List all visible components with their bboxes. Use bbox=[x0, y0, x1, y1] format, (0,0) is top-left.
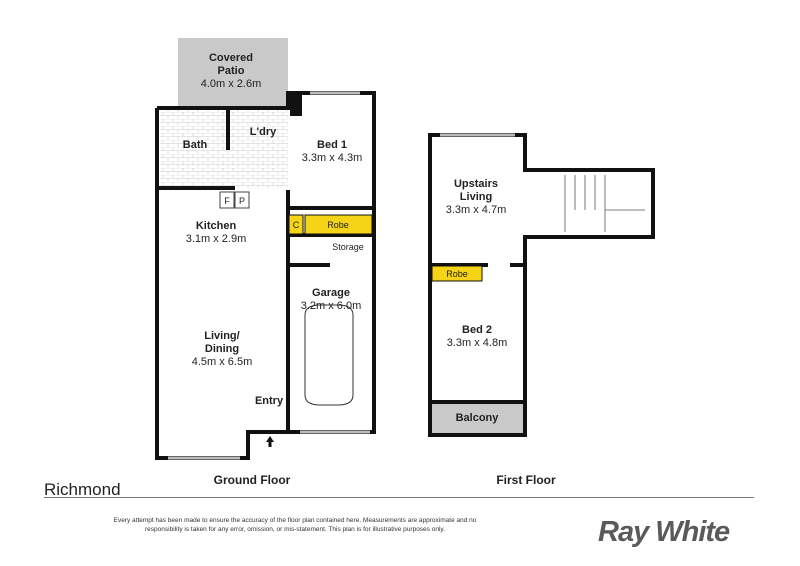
room-label: 3.1m x 2.9m bbox=[186, 233, 247, 245]
room-label: C bbox=[293, 220, 300, 230]
room-label: Covered bbox=[209, 52, 253, 64]
room-label: Bath bbox=[183, 139, 208, 151]
room-label: 3.3m x 4.8m bbox=[447, 337, 508, 349]
balcony-area bbox=[430, 404, 525, 434]
room-label: P bbox=[239, 196, 245, 206]
entry-arrow-icon bbox=[266, 436, 274, 447]
room-label: 4.0m x 2.6m bbox=[201, 78, 262, 90]
room-label: L'dry bbox=[250, 126, 277, 138]
robe-bed1 bbox=[304, 214, 373, 235]
patio-area bbox=[178, 38, 288, 108]
room-label: Robe bbox=[327, 220, 349, 230]
robe-bed2 bbox=[431, 265, 483, 282]
closet bbox=[288, 214, 304, 235]
location-title: Richmond bbox=[44, 480, 121, 499]
ground-floor-label: Ground Floor bbox=[214, 473, 291, 487]
room-label: Robe bbox=[446, 269, 468, 279]
room-label: 4.5m x 6.5m bbox=[192, 356, 253, 368]
room-label: Entry bbox=[255, 395, 284, 407]
room-label: Storage bbox=[332, 242, 364, 252]
divider bbox=[44, 497, 754, 498]
first-floor-label: First Floor bbox=[496, 473, 556, 487]
bath-tiles bbox=[160, 110, 288, 188]
room-label: Living/ bbox=[204, 330, 239, 342]
room-label: Dining bbox=[205, 343, 239, 355]
room-label: Bed 2 bbox=[462, 324, 492, 336]
room-label: Living bbox=[460, 191, 492, 203]
room-label: Balcony bbox=[456, 412, 500, 424]
room-label: 3.2m x 6.0m bbox=[301, 300, 362, 312]
room-label: 3.3m x 4.3m bbox=[302, 152, 363, 164]
room-label: F bbox=[224, 196, 230, 206]
first-floor-walls bbox=[428, 133, 655, 437]
disclaimer: Every attempt has been made to ensure th… bbox=[113, 517, 477, 533]
room-label: Patio bbox=[218, 65, 245, 77]
brand-logo: Ray White bbox=[598, 516, 730, 548]
stairs-icon bbox=[564, 175, 645, 232]
room-label: Upstairs bbox=[454, 178, 498, 190]
room-label: Garage bbox=[312, 287, 350, 299]
room-label: Kitchen bbox=[196, 220, 237, 232]
ground-floor-walls bbox=[155, 91, 376, 460]
room-label: 3.3m x 4.7m bbox=[446, 204, 507, 216]
room-label: Bed 1 bbox=[317, 139, 347, 151]
car-icon bbox=[304, 304, 354, 406]
